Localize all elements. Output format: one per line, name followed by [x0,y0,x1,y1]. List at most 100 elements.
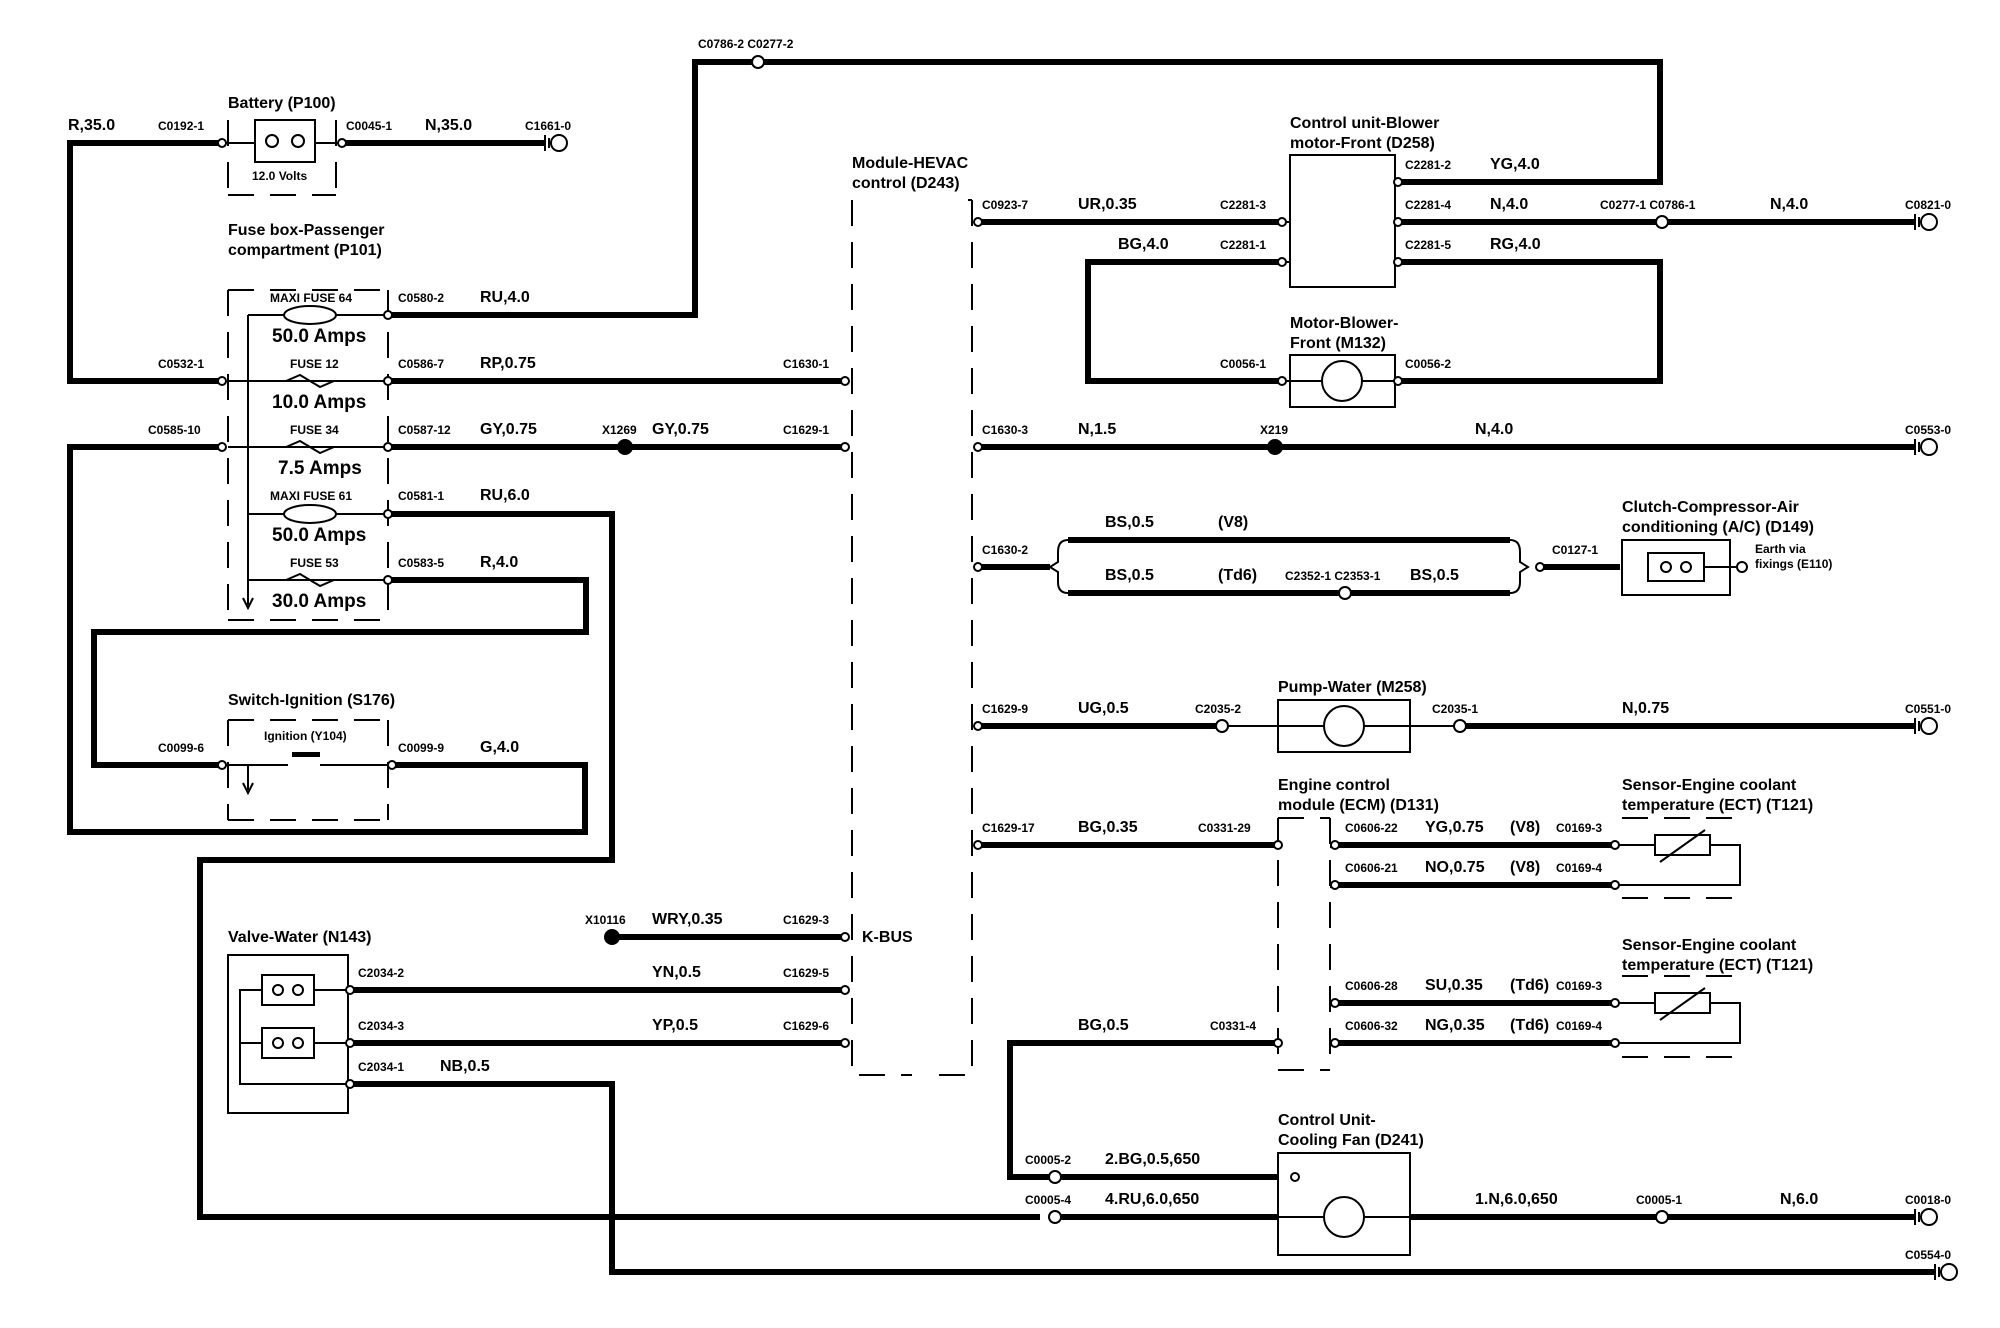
wire-label: YG,0.75 [1425,819,1484,836]
connector-label: C2281-2 [1405,158,1451,172]
kbus-label: K-BUS [862,929,913,946]
hevac-outline-right [930,200,973,1076]
ignition-ground-arrow [242,765,254,796]
ecm [1277,817,1331,1071]
water-pump [1220,699,1460,753]
motor-blower-title-2: Front (M132) [1290,335,1386,352]
ignition-switch-bar [292,752,320,757]
connector-pin [1610,998,1620,1008]
wire-label: N,4.0 [1475,421,1513,438]
wire-label: GY,0.75 [652,421,709,438]
connector-label: C0581-1 [398,489,444,503]
splice-x1269 [617,439,633,455]
wires [67,59,1935,1275]
connector-pin [973,721,983,731]
wire-label: BG,0.5 [1078,1017,1129,1034]
connector-label: C0331-29 [1198,821,1251,835]
connector-pin [1277,257,1287,267]
fuse-12-name: FUSE 12 [290,357,339,371]
connector-pin [1393,376,1403,386]
connector-label: C0786-2 C0277-2 [698,37,794,51]
earth-label-1: Earth via [1755,542,1806,556]
connector-pin [387,760,397,770]
wire-label: N,6.0 [1780,1191,1818,1208]
fuse-12-rating: 10.0 Amps [272,392,366,413]
connector-label: C0586-7 [398,357,444,371]
connector-label: C1630-1 [783,357,829,371]
blower-control-unit [1282,154,1400,408]
connector-label: C2034-2 [358,966,404,980]
fuse-61-icon [283,504,337,524]
connector-pin [1393,257,1403,267]
wire-label: RG,4.0 [1490,236,1541,253]
wire-gy075 [67,444,588,835]
connectors [217,55,1958,1281]
fan-cu-title-1: Control Unit- [1278,1112,1376,1129]
connector-label: C1629-9 [982,702,1028,716]
connector-label: C2281-4 [1405,198,1451,212]
connector-pin [1277,376,1287,386]
connector-label: C0606-22 [1345,821,1398,835]
connector-label: X10116 [585,913,626,927]
wire-label: YG,4.0 [1490,156,1540,173]
connector-label: C1661-0 [525,119,571,133]
ect-td6-title-2: temperature (ECT) (T121) [1622,957,1813,974]
wire-label: (Td6) [1510,1017,1549,1034]
ignition-switch [222,719,585,821]
wire-label: BS,0.5 [1105,514,1154,531]
connector-pin [1290,1172,1300,1182]
ect-td6-outline [1622,975,1738,1058]
wire-label: BS,0.5 [1105,567,1154,584]
connector-pin [973,442,983,452]
connector-label: C1630-2 [982,543,1028,557]
connector-label: C0606-21 [1345,861,1398,875]
wire-label: R,35.0 [68,117,115,134]
connector-label: C0821-0 [1905,198,1951,212]
cooling-fan-motor-icon [1323,1196,1365,1238]
connector-label: C1629-1 [783,423,829,437]
battery-terminal-pos [291,134,305,148]
connector-label: C2281-3 [1220,198,1266,212]
valve-terminal [272,1037,284,1049]
wire-label: BS,0.5 [1410,567,1459,584]
splice-x219 [1267,439,1283,455]
connector-label: C2035-1 [1432,702,1478,716]
wire-bg05 [1007,1040,1278,1180]
connector-pin [840,442,850,452]
wire-label: YP,0.5 [652,1017,698,1034]
connector-label: C0923-7 [982,198,1028,212]
connector-pin [383,376,393,386]
valve-water-internal [239,989,350,1085]
wire-rg40 [1398,259,1663,384]
blower-cu-title-1: Control unit-Blower [1290,115,1439,132]
ect-v8-title-1: Sensor-Engine coolant [1622,777,1797,794]
connector-label: C0099-9 [398,741,444,755]
component-labels: Battery (P100) 12.0 Volts Fuse box-Passe… [228,95,1832,1149]
ecm-title-2: module (ECM) (D131) [1278,797,1439,814]
connector-pin [973,562,983,572]
connector-pin [383,575,393,585]
wire-ru60 [197,511,1040,1220]
fan-cu-title-2: Cooling Fan (D241) [1278,1132,1424,1149]
fusebox-ground-arrow [242,580,254,611]
wire-label: 1.N,6.0,650 [1475,1191,1558,1208]
connector-label: C0553-0 [1905,423,1951,437]
connector-pin [1273,1038,1283,1048]
wire-r35 [67,140,222,384]
hevac-title-2: control (D243) [852,175,960,192]
ground-c0554-icon [1934,1263,1958,1281]
wire-label: R,4.0 [480,554,518,571]
fuse-labels: MAXI FUSE 64 50.0 Amps FUSE 12 10.0 Amps… [270,291,366,612]
connector-label: C1629-17 [982,821,1035,835]
ect-v8-variable-arrow [1659,829,1706,863]
wire-c0786-return [760,59,1663,185]
wire-label: N,1.5 [1078,421,1116,438]
wire-label: UR,0.35 [1078,196,1137,213]
connector-label: C0056-2 [1405,357,1451,371]
inline-connector-c2352-1 [1338,586,1352,600]
connector-pin [1277,217,1287,227]
inline-connector-c2035-1 [1453,719,1467,733]
fuse-53-name: FUSE 53 [290,556,339,570]
connector-label: C0169-3 [1556,821,1602,835]
